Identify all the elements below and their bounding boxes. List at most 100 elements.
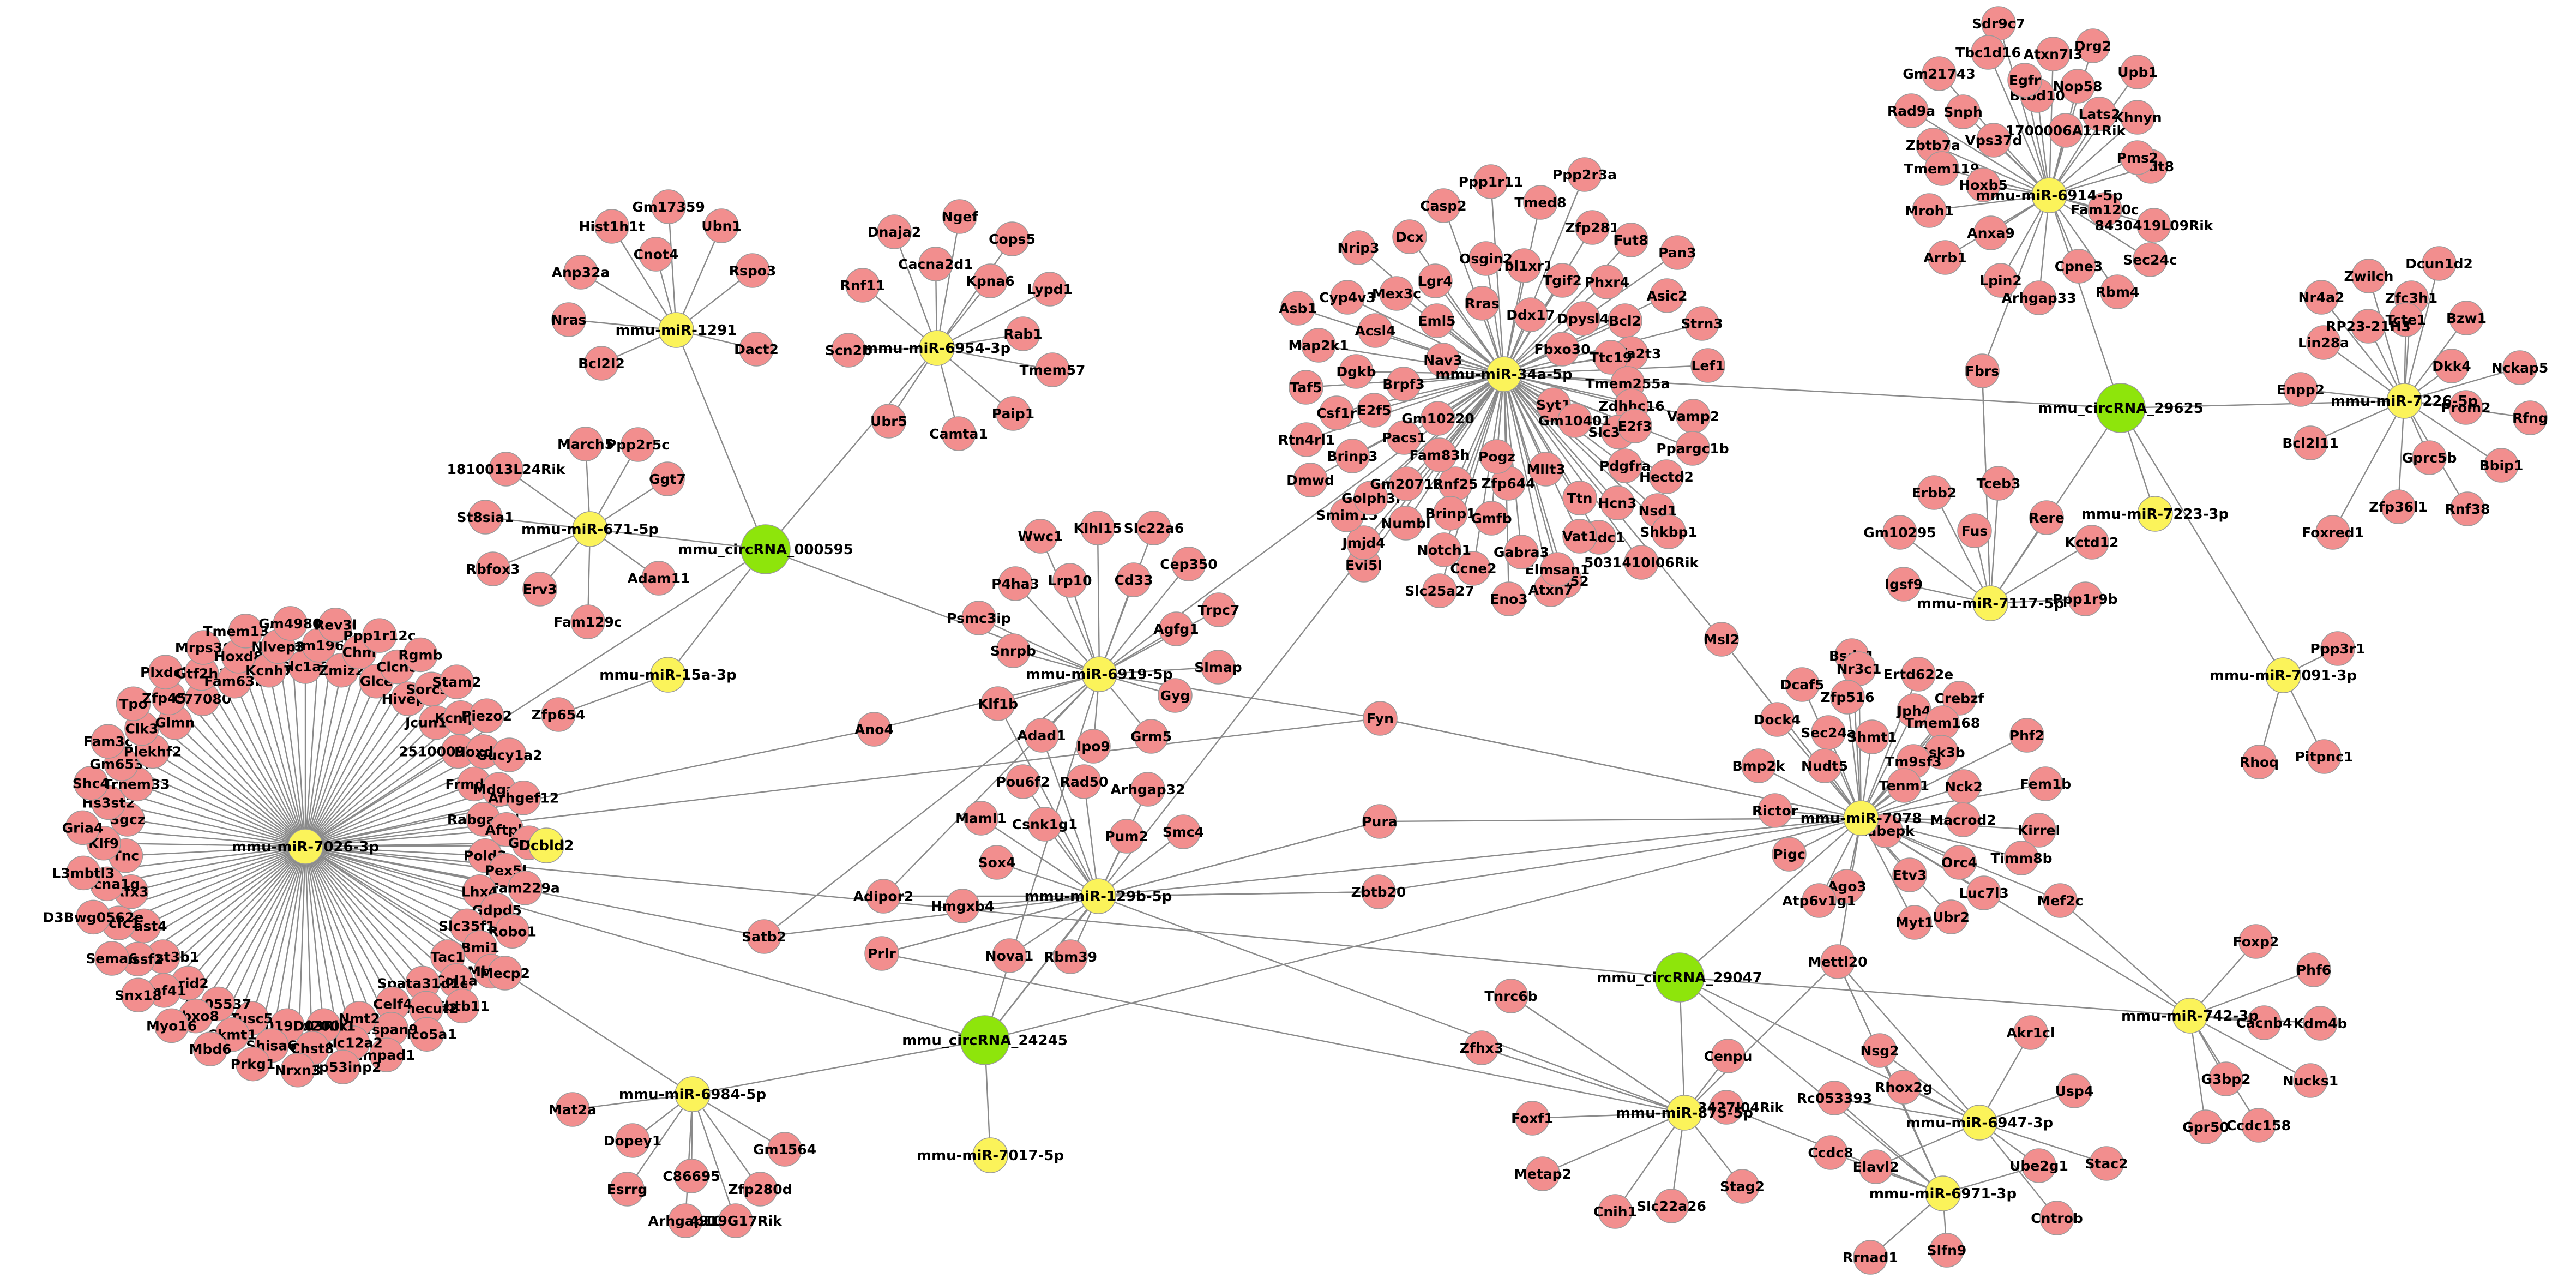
gene-node-esrrg[interactable]: Esrrg <box>607 1172 648 1207</box>
gene-node-ertd622e[interactable]: Ertd622e <box>1883 657 1953 692</box>
gene-node-anp32a[interactable]: Anp32a <box>552 255 610 290</box>
gene-node-akr1cl[interactable]: Akr1cl <box>2006 1015 2055 1050</box>
gene-node-eno3[interactable]: Eno3 <box>1490 581 1528 616</box>
gene-node-zfp516[interactable]: Zfp516 <box>1820 680 1875 715</box>
gene-node-arhgef12[interactable]: Arhgef12 <box>488 780 559 815</box>
gene-node-tbl1xr1[interactable]: Tbl1xr1 <box>1495 248 1554 283</box>
gene-node-nras[interactable]: Nras <box>551 302 587 337</box>
gene-node-ubr5[interactable]: Ubr5 <box>870 404 907 439</box>
gene-node-hoxb5[interactable]: Hoxb5 <box>1959 167 2008 202</box>
gene-node-dgkb[interactable]: Dgkb <box>1336 354 1376 389</box>
mirna-node-mmu-mir-1291[interactable]: mmu-miR-1291 <box>616 312 737 348</box>
gene-node-rnf38[interactable]: Rnf38 <box>2445 491 2490 526</box>
gene-node-zwilch[interactable]: Zwilch <box>2344 259 2394 293</box>
gene-node-pan3[interactable]: Pan3 <box>1658 235 1696 270</box>
gene-node-ttc19[interactable]: Ttc19 <box>1590 340 1633 375</box>
gene-node-shmt1[interactable]: Shmt1 <box>1847 719 1897 754</box>
gene-node-satb2[interactable]: Satb2 <box>742 919 786 954</box>
gene-node-pogz[interactable]: Pogz <box>1478 439 1515 474</box>
gene-node-phf6[interactable]: Phf6 <box>2296 952 2331 987</box>
gene-node-cd33[interactable]: Cd33 <box>1114 562 1153 597</box>
gene-node-erv3[interactable]: Erv3 <box>522 572 557 607</box>
gene-node-mecp2[interactable]: Mecp2 <box>480 956 530 991</box>
gene-node-numbl[interactable]: Numbl <box>1381 506 1431 541</box>
gene-node-tceb3[interactable]: Tceb3 <box>1977 466 2021 501</box>
gene-node-gm1564[interactable]: Gm1564 <box>753 1132 816 1167</box>
gene-node-sec24c[interactable]: Sec24c <box>2123 242 2177 277</box>
gene-node-nr4a2[interactable]: Nr4a2 <box>2298 280 2345 315</box>
gene-node-crebzf[interactable]: Crebzf <box>1935 681 1985 716</box>
gene-node-zfp280d[interactable]: Zfp280d <box>729 1172 792 1207</box>
gene-node-ppargc1b[interactable]: Ppargc1b <box>1656 431 1729 466</box>
gene-node-pou6f2[interactable]: Pou6f2 <box>996 764 1050 799</box>
gene-node-taf5[interactable]: Taf5 <box>1289 370 1323 405</box>
gene-node-sec24a[interactable]: Sec24a <box>1801 715 1856 750</box>
gene-node-nova1[interactable]: Nova1 <box>985 938 1034 973</box>
gene-node-p4ha3[interactable]: P4ha3 <box>991 566 1039 601</box>
gene-node-brpf3[interactable]: Brpf3 <box>1382 367 1425 401</box>
gene-node-atxn7l3[interactable]: Atxn7l3 <box>2024 37 2083 71</box>
mirna-node-mmu-mir-129b-5p[interactable]: mmu-miR-129b-5p <box>1025 878 1172 914</box>
gene-node-dcx[interactable]: Dcx <box>1392 219 1427 254</box>
gene-node-rere[interactable]: Rere <box>2029 500 2065 535</box>
gene-node-klf1b[interactable]: Klf1b <box>978 686 1018 721</box>
gene-node-ppp3r1[interactable]: Ppp3r1 <box>2310 631 2366 666</box>
gene-node-lrp10[interactable]: Lrp10 <box>1048 563 1092 598</box>
gene-node-robo1[interactable]: Robo1 <box>488 914 537 949</box>
mirna-node-mmu-mir-7026-3p[interactable]: mmu-miR-7026-3p <box>232 829 379 865</box>
gene-node-tnrc6b[interactable]: Tnrc6b <box>1484 979 1538 1013</box>
gene-node-mllt3[interactable]: Mllt3 <box>1526 452 1566 487</box>
mirna-node-mmu-mir-7091-3p[interactable]: mmu-miR-7091-3p <box>2210 657 2357 693</box>
gene-node-slmap[interactable]: Slmap <box>1194 650 1242 685</box>
gene-node-trpc7[interactable]: Trpc7 <box>1198 592 1240 627</box>
gene-node-zmiz2[interactable]: Zmiz2 <box>318 653 365 688</box>
gene-node-agfg1[interactable]: Agfg1 <box>1153 611 1199 646</box>
gene-node-pitpnc1[interactable]: Pitpnc1 <box>2295 739 2354 774</box>
gene-node-adipor2[interactable]: Adipor2 <box>853 879 914 914</box>
gene-node-dcun1d2[interactable]: Dcun1d2 <box>2405 246 2473 281</box>
gene-node-pum2[interactable]: Pum2 <box>1105 819 1148 854</box>
gene-node-cpne3[interactable]: Cpne3 <box>2055 249 2103 284</box>
gene-node-snph[interactable]: Snph <box>1943 94 1983 129</box>
gene-node-5031410i06rik[interactable]: 5031410I06Rik <box>1584 545 1700 580</box>
gene-node-arhgap10[interactable]: Arhgap10 <box>648 1203 723 1238</box>
gene-node-psmc3ip[interactable]: Psmc3ip <box>947 601 1011 635</box>
gene-node-phf2[interactable]: Phf2 <box>2009 718 2044 753</box>
circrna-node-mmu-circrna-24245[interactable]: mmu_circRNA_24245 <box>902 1015 1068 1065</box>
gene-node-ppp2r3a[interactable]: Ppp2r3a <box>1552 157 1617 192</box>
gene-node-bcl2l11[interactable]: Bcl2l11 <box>2282 425 2339 460</box>
gene-node-etv3[interactable]: Etv3 <box>1892 857 1927 892</box>
gene-node-prlr[interactable]: Prlr <box>864 936 899 971</box>
gene-node-bmp2k[interactable]: Bmp2k <box>1732 748 1786 783</box>
gene-node-dcaf5[interactable]: Dcaf5 <box>1780 667 1825 702</box>
gene-node-gm10220[interactable]: Gm10220 <box>1401 401 1474 436</box>
gene-node-zfp644[interactable]: Zfp644 <box>1481 466 1536 501</box>
gene-node-tgif2[interactable]: Tgif2 <box>1543 263 1582 298</box>
gene-node-dpysl4[interactable]: Dpysl4 <box>1557 301 1609 336</box>
gene-node-pdgfra[interactable]: Pdgfra <box>1599 448 1651 483</box>
gene-node-l3mbtl3[interactable]: L3mbtl3 <box>52 855 115 891</box>
gene-node-1810013l24rik[interactable]: 1810013L24Rik <box>447 452 566 487</box>
circrna-node-mmu-circrna-29047[interactable]: mmu_circRNA_29047 <box>1597 952 1762 1003</box>
gene-node-fam229a[interactable]: Fam229a <box>490 870 560 905</box>
gene-node-adam11[interactable]: Adam11 <box>628 561 690 596</box>
mirna-node-mmu-mir-6984-5p[interactable]: mmu-miR-6984-5p <box>619 1076 766 1112</box>
gene-node-tmed8[interactable]: Tmed8 <box>1514 185 1567 220</box>
gene-node-golph3l[interactable]: Golph3l <box>1341 481 1400 515</box>
gene-node-nudt5[interactable]: Nudt5 <box>1801 748 1848 783</box>
gene-node-lef1[interactable]: Lef1 <box>1690 348 1725 383</box>
gene-node-zbtb11[interactable]: Zbtb11 <box>435 988 490 1024</box>
gene-node-mettl20[interactable]: Mettl20 <box>1808 944 1868 979</box>
gene-node-rad50[interactable]: Rad50 <box>1060 764 1109 799</box>
gene-node-rictor[interactable]: Rictor <box>1752 793 1798 828</box>
gene-node-osgin2[interactable]: Osgin2 <box>1459 241 1513 276</box>
gene-node-d3bwg0562e[interactable]: D3Bwg0562e <box>43 899 144 935</box>
gene-node-gmfb[interactable]: Gmfb <box>1471 501 1512 536</box>
gene-node-pms2[interactable]: Pms2 <box>2117 140 2159 175</box>
gene-node-fbxo30[interactable]: Fbxo30 <box>1534 332 1591 367</box>
gene-node-camta1[interactable]: Camta1 <box>929 416 988 451</box>
gene-node-bcl2l2[interactable]: Bcl2l2 <box>578 346 625 381</box>
circrna-node-mmu-circrna-000595[interactable]: mmu_circRNA_000595 <box>678 524 853 574</box>
gene-node-hcn3[interactable]: Hcn3 <box>1598 485 1637 520</box>
gene-node-rrnad1[interactable]: Rrnad1 <box>1843 1240 1898 1275</box>
